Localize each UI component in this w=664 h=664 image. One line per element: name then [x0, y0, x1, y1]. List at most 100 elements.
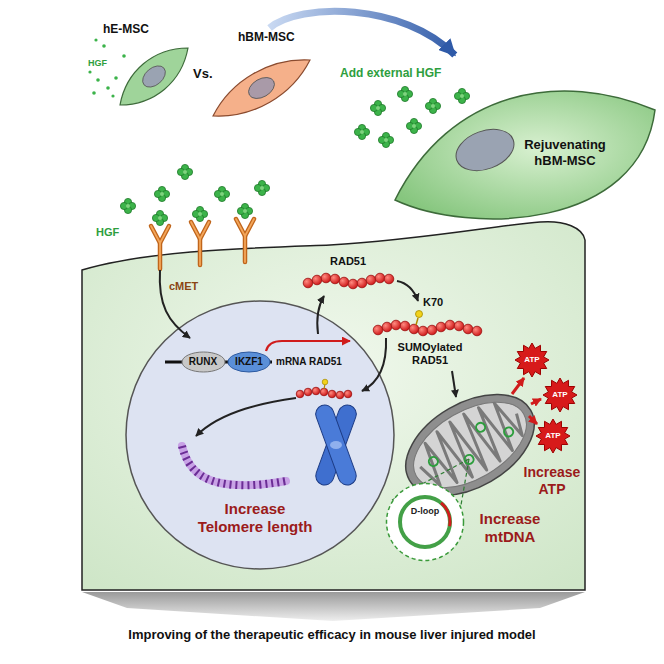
rad51-chain	[312, 275, 322, 285]
text-label: K70	[423, 296, 443, 309]
sumo-rad51-chain	[400, 321, 410, 331]
mtdna-circle: D-loop	[385, 482, 465, 562]
hgf-dots	[96, 78, 100, 82]
hgf-dots	[106, 86, 110, 90]
rad51-chain	[321, 273, 331, 283]
nucleus-shape	[362, 338, 386, 391]
rad51-chain	[357, 278, 367, 288]
hgf-molecule	[192, 206, 207, 221]
sumo-rad51-chain	[416, 311, 423, 318]
cmet-receptor	[151, 219, 254, 269]
pathway-arrow	[397, 281, 456, 397]
atp-burst: ATP	[543, 378, 577, 412]
atp-arrow	[512, 378, 541, 424]
hgf-dots	[114, 76, 118, 80]
hgf-molecule	[406, 118, 421, 133]
node-label: RUNX	[181, 351, 226, 373]
hgf-dots	[92, 91, 96, 95]
mitochondrion	[408, 391, 533, 498]
nucleus: Increase Telomere length RUNXIKZF1	[125, 300, 395, 570]
hgf-molecule	[177, 164, 192, 179]
cell-body	[82, 222, 585, 590]
sumo-rad51-chain	[373, 325, 383, 335]
atp-arrow	[512, 378, 524, 394]
node-label: hE-MSC	[103, 22, 183, 36]
msc-cell	[139, 62, 170, 92]
hgf-molecule	[152, 210, 167, 225]
caption-text: Improving of the therapeutic efficacy in…	[128, 627, 535, 642]
sumo-rad51-chain	[427, 325, 437, 335]
sumo-rad51-chain	[463, 324, 473, 334]
result-band	[82, 592, 585, 621]
nucleus-shape	[266, 341, 350, 351]
hgf-molecule	[152, 203, 252, 225]
cmet-receptor	[151, 226, 169, 243]
sumo-rad51-chain	[382, 322, 392, 332]
cell-node: hBM-MSC	[208, 28, 318, 128]
hgf-molecule	[214, 186, 229, 201]
nucleus-shape	[296, 390, 304, 398]
cmet-receptor	[191, 222, 209, 239]
mtdna-shape	[387, 484, 464, 561]
nucleus-shape	[313, 402, 359, 487]
pathway-arrow	[452, 371, 456, 397]
nucleus-shape	[330, 441, 342, 449]
transcription-factor: RUNX	[181, 351, 226, 373]
text-label: Add external HGF	[340, 66, 441, 80]
nucleus-shape	[304, 388, 312, 396]
hgf-molecule	[237, 203, 252, 218]
rad51-chain	[339, 277, 349, 287]
mitochondrion	[502, 426, 514, 438]
rad51-chain	[366, 275, 376, 285]
atp-star	[536, 419, 570, 453]
hgf-molecule	[454, 88, 469, 103]
sumo-rad51-chain	[373, 311, 482, 336]
rad51-chain	[303, 273, 394, 289]
cmet-receptor	[243, 236, 248, 262]
sumo-rad51-chain	[436, 322, 446, 332]
nucleus-shape	[313, 402, 359, 487]
nucleus-shape	[126, 301, 394, 569]
node-label: Increase Telomere length	[192, 500, 318, 536]
nucleus-shape	[336, 391, 344, 399]
text-label: HGF	[88, 58, 107, 69]
mtdna-shape	[441, 503, 450, 526]
hgf-molecule	[154, 186, 169, 201]
rad51-chain	[375, 273, 385, 283]
node-label: IKZF1	[227, 351, 271, 373]
text-label: HGF	[96, 226, 119, 239]
msc-cell	[120, 48, 188, 105]
msc-cell	[395, 91, 655, 219]
cmet-receptor	[236, 219, 254, 236]
hgf-molecule	[397, 86, 412, 101]
atp-arrow	[529, 416, 537, 424]
cmet-receptor	[198, 239, 203, 265]
mtdna-shape	[385, 482, 465, 562]
cmet-receptor	[244, 236, 246, 262]
node-label: Rejuvenating hBM-MSC	[517, 137, 613, 169]
cmet-receptor	[151, 219, 254, 269]
cmet-receptor	[236, 219, 254, 236]
rad51-chain	[348, 279, 358, 289]
node-label: D-loop	[405, 506, 445, 517]
cell-body	[82, 222, 585, 590]
nucleus-shape	[160, 270, 386, 488]
node-label: ATP	[543, 378, 577, 412]
sumo-rad51-chain	[472, 326, 482, 336]
cell-node: Rejuvenating hBM-MSC	[390, 55, 660, 250]
result-band	[82, 592, 585, 621]
text-label: Increase ATP	[520, 464, 584, 498]
sumo-rad51-chain	[418, 326, 428, 336]
nucleus-shape	[312, 387, 320, 395]
nucleus-shape	[317, 296, 324, 334]
sumo-rad51-chain	[409, 324, 419, 334]
atp-star	[543, 378, 577, 412]
sumo-rad51-chain	[416, 318, 418, 325]
sumo-rad51-chain	[445, 320, 455, 330]
nucleus-shape	[328, 390, 336, 398]
hgf-dots	[94, 38, 97, 41]
hgf-dots	[88, 70, 91, 73]
rad51-chain	[330, 274, 340, 284]
nucleus-shape	[344, 390, 352, 398]
